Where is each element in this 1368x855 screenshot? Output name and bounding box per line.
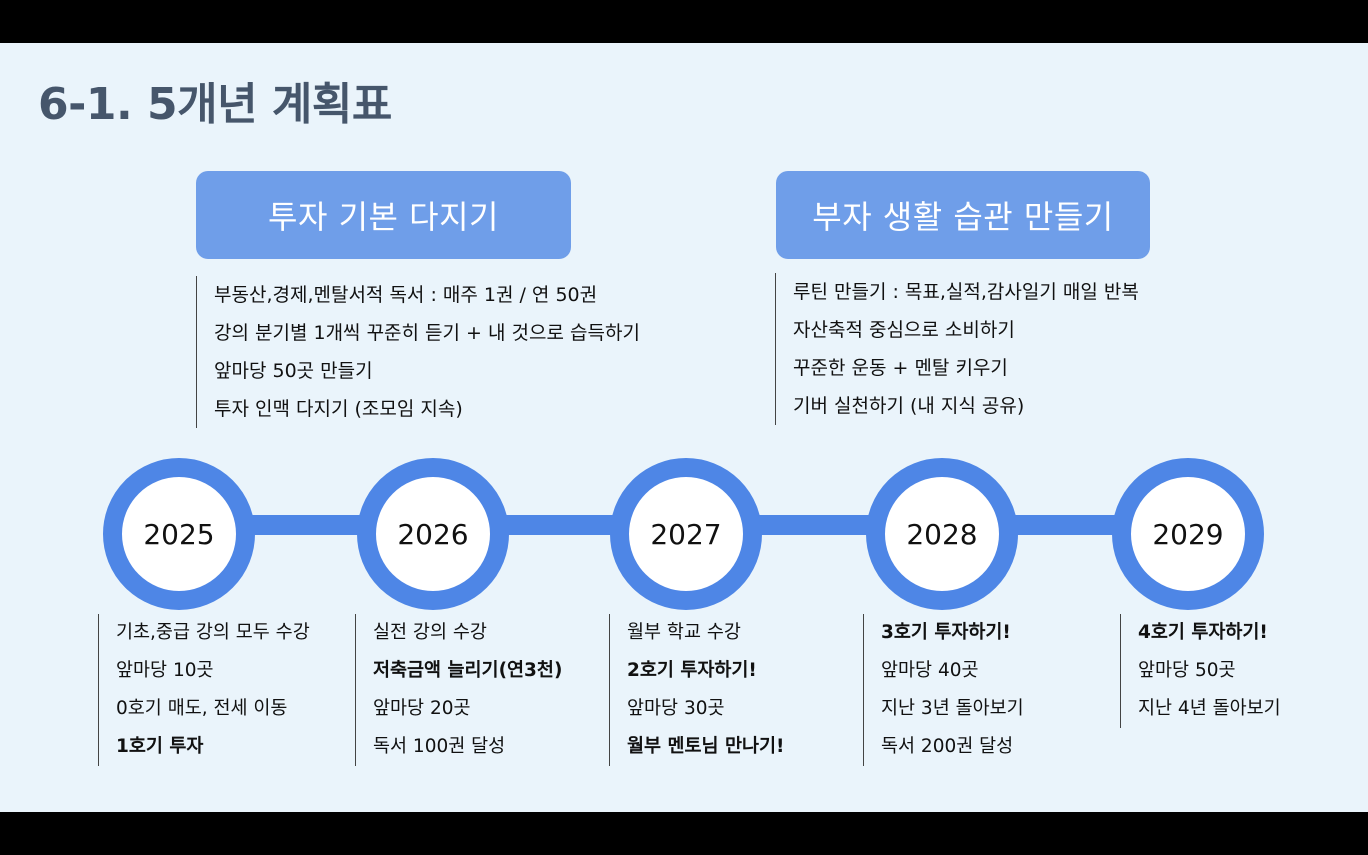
list-item: 저축금액 늘리기(연3천): [373, 660, 563, 681]
list-item: 앞마당 40곳: [881, 660, 979, 681]
phase-list-basics: 부동산,경제,멘탈서적 독서 : 매주 1권 / 연 50권 강의 분기별 1개…: [196, 276, 640, 428]
list-item: 루틴 만들기 : 목표,실적,감사일기 매일 반복: [793, 281, 1139, 303]
list-item: 강의 분기별 1개씩 꾸준히 듣기 + 내 것으로 습득하기: [214, 322, 640, 344]
list-item: 지난 4년 돌아보기: [1138, 698, 1281, 719]
year-circle-2028: 2028: [866, 458, 1018, 610]
year-list-2026: 실전 강의 수강 저축금액 늘리기(연3천) 앞마당 20곳 독서 100권 달…: [355, 614, 562, 766]
list-item: 앞마당 10곳: [116, 660, 214, 681]
list-item: 투자 인맥 다지기 (조모임 지속): [214, 398, 463, 420]
list-item: 앞마당 50곳: [1138, 660, 1236, 681]
list-item: 0호기 매도, 전세 이동: [116, 698, 288, 719]
page-title: 6-1. 5개년 계획표: [38, 79, 392, 130]
list-item: 1호기 투자: [116, 736, 204, 757]
phase-list-habits: 루틴 만들기 : 목표,실적,감사일기 매일 반복 자산축적 중심으로 소비하기…: [775, 273, 1139, 425]
phase-box-basics: 투자 기본 다지기: [196, 171, 571, 259]
list-item: 2호기 투자하기!: [627, 660, 757, 681]
year-list-2025: 기초,중급 강의 모두 수강 앞마당 10곳 0호기 매도, 전세 이동 1호기…: [98, 614, 310, 766]
list-item: 앞마당 20곳: [373, 698, 471, 719]
list-item: 독서 200권 달성: [881, 736, 1014, 757]
list-item: 월부 멘토님 만나기!: [627, 736, 785, 757]
year-circle-2026: 2026: [357, 458, 509, 610]
phase-box-habits: 부자 생활 습관 만들기: [776, 171, 1150, 259]
year-circle-2025: 2025: [103, 458, 255, 610]
year-list-2027: 월부 학교 수강 2호기 투자하기! 앞마당 30곳 월부 멘토님 만나기!: [609, 614, 784, 766]
year-circle-2027: 2027: [610, 458, 762, 610]
list-item: 기초,중급 강의 모두 수강: [116, 622, 310, 643]
list-item: 3호기 투자하기!: [881, 622, 1011, 643]
list-item: 앞마당 50곳 만들기: [214, 360, 373, 382]
list-item: 자산축적 중심으로 소비하기: [793, 319, 1015, 341]
list-item: 독서 100권 달성: [373, 736, 506, 757]
list-item: 실전 강의 수강: [373, 622, 487, 643]
list-item: 4호기 투자하기!: [1138, 622, 1268, 643]
year-list-2028: 3호기 투자하기! 앞마당 40곳 지난 3년 돌아보기 독서 200권 달성: [863, 614, 1024, 766]
year-list-2029: 4호기 투자하기! 앞마당 50곳 지난 4년 돌아보기: [1120, 614, 1281, 728]
list-item: 앞마당 30곳: [627, 698, 725, 719]
year-circle-2029: 2029: [1112, 458, 1264, 610]
list-item: 부동산,경제,멘탈서적 독서 : 매주 1권 / 연 50권: [214, 284, 598, 306]
list-item: 지난 3년 돌아보기: [881, 698, 1024, 719]
list-item: 기버 실천하기 (내 지식 공유): [793, 395, 1025, 417]
list-item: 월부 학교 수강: [627, 622, 741, 643]
list-item: 꾸준한 운동 + 멘탈 키우기: [793, 357, 1008, 379]
slide: 6-1. 5개년 계획표 투자 기본 다지기 부자 생활 습관 만들기 부동산,…: [0, 43, 1368, 812]
